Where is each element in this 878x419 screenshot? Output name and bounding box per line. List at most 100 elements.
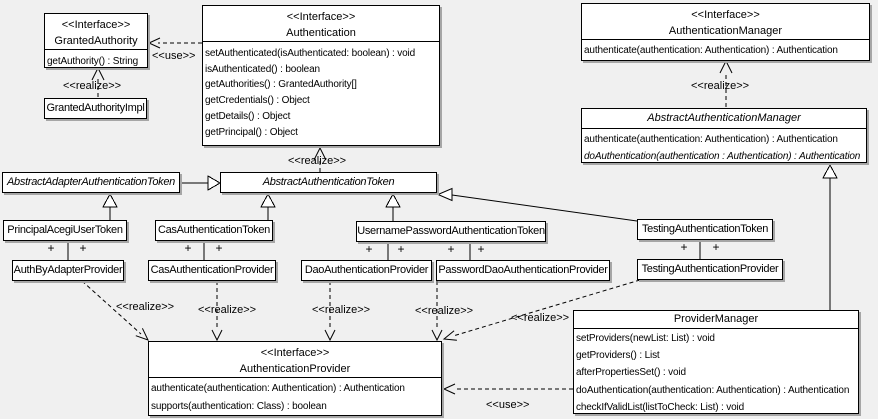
class-authentication-manager[interactable]: <<Interface>> AuthenticationManager auth…	[581, 3, 870, 61]
class-cas-authentication-provider[interactable]: CasAuthenticationProvider	[148, 260, 276, 281]
class-name: PasswordDaoAuthenticationProvider	[438, 264, 608, 276]
class-title: <<Interface>> AuthenticationProvider	[149, 342, 441, 377]
realize-label: <<realize>>	[288, 155, 347, 167]
class-granted-authority-impl[interactable]: GrantedAuthorityImpl	[44, 98, 147, 119]
method: getAuthority() : String	[47, 56, 139, 67]
edge-realize-testingprovider-authprovider	[442, 279, 641, 341]
association-end-plus: +	[712, 240, 720, 254]
class-abstract-authentication-manager[interactable]: AbstractAuthenticationManager authentica…	[581, 108, 867, 163]
method: checkIfValidList(listToCheck: List) : vo…	[576, 401, 745, 413]
realize-label: <<realize>>	[198, 304, 257, 316]
class-name: DaoAuthenticationProvider	[304, 264, 429, 276]
class-authentication[interactable]: <<Interface>> Authentication setAuthenti…	[202, 5, 440, 146]
association-end-plus: +	[79, 241, 87, 255]
class-name: AbstractAuthenticationManager	[647, 112, 801, 124]
class-title: <<Interface>> Authentication	[203, 6, 439, 41]
class-abstract-authentication-token[interactable]: AbstractAuthenticationToken	[220, 172, 437, 193]
edge-use-authentication-grantedauthority	[147, 37, 202, 49]
class-name: GrantedAuthority	[54, 35, 138, 47]
stereotype-label: <<Interface>>	[61, 19, 131, 31]
association-end-plus: +	[680, 240, 688, 254]
class-title: <<Interface>> GrantedAuthority	[45, 14, 147, 49]
stereotype-label: <<Interface>>	[286, 11, 356, 23]
class-name: PrincipalAcegiUserToken	[7, 224, 123, 236]
class-name: AbstractAdapterAuthenticationToken	[7, 176, 175, 188]
method: getDetails() : Object	[205, 110, 291, 122]
method: authenticate(authentication: Authenticat…	[584, 134, 838, 145]
edge-use-providermanager-authprovider	[442, 383, 573, 395]
edge-realize-daoprovider-authprovider	[324, 281, 336, 342]
class-name: CasAuthenticationToken	[157, 224, 271, 236]
class-password-dao-authentication-provider[interactable]: PasswordDaoAuthenticationProvider	[436, 260, 610, 281]
methods-compartment: authenticate(authentication: Authenticat…	[582, 39, 869, 60]
stereotype-label: <<Interface>>	[260, 347, 330, 359]
realize-label: <<realize>>	[691, 80, 750, 92]
class-name: AuthByAdapterProvider	[13, 264, 123, 276]
realize-label: <<realize>>	[312, 304, 371, 316]
method: supports(authentication: Class) : boolea…	[151, 400, 327, 412]
methods-compartment: authenticate(authentication: Authenticat…	[149, 377, 441, 415]
edge-generalization-providermanager-abstractauthmanager	[822, 163, 838, 310]
methods-compartment: setAuthenticated(isAuthenticated: boolea…	[203, 41, 439, 140]
edge-realize-authbyadapter-authprovider	[81, 280, 149, 341]
methods-compartment: getAuthority() : String	[45, 49, 147, 70]
association-end-plus: +	[397, 242, 405, 256]
class-name: Authentication	[286, 27, 356, 39]
class-name: CasAuthenticationProvider	[150, 264, 274, 276]
methods-compartment: setProviders(newList: List) : void getPr…	[574, 328, 858, 416]
class-name: TestingAuthenticationProvider	[641, 263, 779, 275]
association-end-plus: +	[215, 241, 223, 255]
class-name: AbstractAuthenticationToken	[262, 176, 395, 188]
class-cas-authentication-token[interactable]: CasAuthenticationToken	[155, 220, 273, 241]
association-end-plus: +	[184, 241, 192, 255]
association-end-plus: +	[365, 242, 373, 256]
class-name: AuthenticationManager	[668, 25, 783, 37]
class-granted-authority[interactable]: <<Interface>> GrantedAuthority getAuthor…	[44, 13, 148, 68]
edge-realize-casprovider-authprovider	[211, 281, 223, 342]
edge-generalization-castoken-abstracttoken	[260, 192, 276, 220]
class-name: ProviderManager	[673, 313, 759, 325]
method: setProviders(newList: List) : void	[576, 333, 715, 344]
edge-generalization-testingtoken-abstracttoken	[436, 187, 638, 222]
class-name: TestingAuthenticationToken	[641, 223, 769, 235]
method-abstract: doAuthentication(authentication : Authen…	[584, 151, 861, 162]
class-provider-manager[interactable]: ProviderManager setProviders(newList: Li…	[573, 310, 859, 414]
method: setAuthenticated(isAuthenticated: boolea…	[205, 48, 416, 59]
edge-realize-grantedauthorityimpl-grantedauthority	[91, 66, 105, 97]
realize-label: <<realize>>	[415, 305, 474, 317]
edge-realize-abstractauthmanager-authmanager	[719, 59, 733, 107]
class-dao-authentication-provider[interactable]: DaoAuthenticationProvider	[301, 260, 432, 281]
class-name: GrantedAuthorityImpl	[46, 102, 145, 114]
edge-realize-abstracttoken-authentication	[313, 146, 327, 172]
class-testing-authentication-provider[interactable]: TestingAuthenticationProvider	[637, 259, 783, 280]
class-username-password-authentication-token[interactable]: UsernamePasswordAuthenticationToken	[356, 221, 546, 242]
class-title: AbstractAuthenticationManager	[582, 109, 866, 128]
use-label: <<use>>	[486, 399, 530, 411]
association-end-plus: +	[477, 242, 485, 256]
class-name: AuthenticationProvider	[239, 363, 351, 375]
class-auth-by-adapter-provider[interactable]: AuthByAdapterProvider	[12, 260, 124, 281]
method: authenticate(authentication: Authenticat…	[584, 45, 838, 56]
method: getProviders() : List	[576, 350, 660, 362]
realize-label: <<realize>>	[63, 80, 122, 92]
realize-label: <<realize>>	[511, 312, 570, 324]
class-name: UsernamePasswordAuthenticationToken	[357, 225, 545, 237]
class-principal-acegi-user-token[interactable]: PrincipalAcegiUserToken	[3, 220, 127, 241]
class-testing-authentication-token[interactable]: TestingAuthenticationToken	[637, 219, 773, 240]
method: authenticate(authentication: Authenticat…	[151, 383, 405, 394]
method: doAuthentication(authentication: Authent…	[576, 384, 850, 396]
stereotype-label: <<Interface>>	[691, 9, 760, 21]
method: getAuthorities() : GrantedAuthority[]	[205, 79, 357, 91]
class-title: <<Interface>> AuthenticationManager	[582, 4, 869, 39]
class-abstract-adapter-authentication-token[interactable]: AbstractAdapterAuthenticationToken	[2, 172, 180, 193]
realize-label: <<realize>>	[116, 301, 175, 313]
class-authentication-provider[interactable]: <<Interface>> AuthenticationProvider aut…	[148, 341, 442, 416]
class-title: ProviderManager	[574, 311, 858, 328]
edge-generalization-usernametoken-abstracttoken	[385, 192, 401, 221]
method: isAuthenticated() : boolean	[205, 63, 320, 75]
edge-generalization-principaltoken-abstractadaptertoken	[102, 192, 118, 220]
edge-realize-passworddaoprovider-authprovider	[431, 281, 443, 342]
method: getPrincipal() : Object	[205, 126, 298, 138]
